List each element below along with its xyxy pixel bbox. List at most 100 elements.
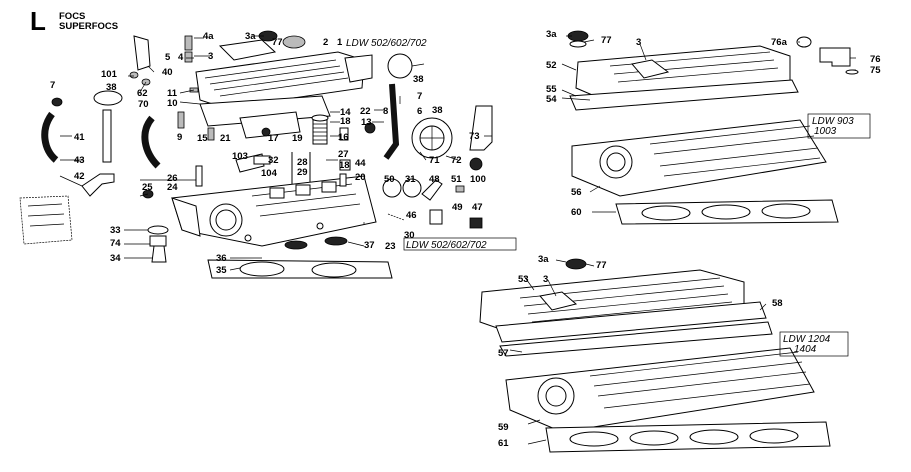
label-22: 22 — [360, 106, 371, 117]
label-1: 1 — [337, 37, 343, 48]
label-46: 46 — [406, 210, 417, 221]
label-6: 6 — [417, 106, 422, 117]
label-76: 76 — [870, 54, 881, 65]
breather-cover-38 — [93, 90, 123, 106]
label-14: 14 — [340, 107, 351, 118]
label-21: 21 — [220, 133, 231, 144]
model-box-left — [403, 237, 517, 251]
seal-ring-36 — [284, 240, 308, 250]
label-3a-r1: 3a — [546, 29, 557, 40]
injector-assembly — [147, 225, 169, 263]
label-75: 75 — [870, 65, 881, 76]
label-50: 50 — [384, 174, 395, 185]
label-59: 59 — [498, 422, 509, 433]
leader-lines-upper-right — [561, 35, 856, 213]
label-30: 30 — [404, 230, 415, 241]
label-4a: 4a — [203, 31, 214, 42]
label-77-r2: 77 — [596, 260, 607, 271]
label-15: 15 — [197, 133, 208, 144]
breather-elbow-76 — [819, 47, 851, 67]
label-62: 62 — [137, 88, 148, 99]
label-17: 17 — [268, 133, 279, 144]
model-label-left-box: LDW 502/602/702 — [406, 240, 487, 251]
label-56: 56 — [571, 187, 582, 198]
head-gasket-4cyl — [545, 421, 831, 453]
label-34: 34 — [110, 253, 121, 264]
section-header: L FOCS SUPERFOCS — [30, 6, 118, 36]
label-7-left: 7 — [50, 80, 55, 91]
label-77-left: 77 — [272, 37, 283, 48]
label-70: 70 — [138, 99, 149, 110]
label-72: 72 — [451, 155, 462, 166]
part-labels-lower-right: 3a 77 53 3 58 57 59 61 — [498, 254, 783, 449]
label-3a-left: 3a — [245, 31, 256, 42]
label-35: 35 — [216, 265, 227, 276]
valve-cover-left — [195, 35, 373, 109]
label-3a-r2: 3a — [538, 254, 549, 265]
label-33: 33 — [110, 225, 121, 236]
label-5: 5 — [165, 52, 171, 63]
label-103: 103 — [232, 151, 248, 162]
label-2: 2 — [323, 37, 328, 48]
label-38-top: 38 — [413, 74, 424, 85]
label-23: 23 — [385, 241, 396, 252]
seal-ring-37 — [324, 236, 348, 246]
label-38-ring: 38 — [432, 105, 443, 116]
label-41: 41 — [74, 132, 85, 143]
label-60: 60 — [571, 207, 582, 218]
label-101: 101 — [101, 69, 118, 80]
label-8: 8 — [383, 106, 388, 117]
label-27: 27 — [338, 149, 349, 160]
label-4: 4 — [178, 52, 184, 63]
model-label-ldw1204-line2: 1404 — [794, 344, 817, 355]
label-3-r1: 3 — [636, 37, 641, 48]
label-61: 61 — [498, 438, 509, 449]
model-box-ldw903 — [807, 113, 871, 139]
gasket-57 — [499, 321, 773, 357]
nipple-101 — [129, 71, 139, 79]
label-73: 73 — [469, 131, 480, 142]
breather-hose-70 — [141, 115, 161, 169]
engine-sketch — [19, 195, 73, 245]
label-19: 19 — [292, 133, 303, 144]
label-74: 74 — [110, 238, 121, 249]
label-13: 13 — [361, 117, 372, 128]
label-9: 9 — [177, 132, 182, 143]
label-29: 29 — [297, 167, 308, 178]
section-title-focs: FOCS — [59, 11, 85, 22]
section-letter: L — [30, 6, 46, 36]
label-54: 54 — [546, 94, 557, 105]
tube-43 — [102, 109, 112, 163]
cylinder-head-3cyl — [571, 119, 827, 197]
breather-assembly — [383, 83, 493, 160]
label-42: 42 — [74, 171, 85, 182]
label-16: 16 — [338, 132, 349, 143]
label-25: 25 — [142, 182, 153, 193]
label-40: 40 — [162, 67, 173, 78]
label-3-left: 3 — [208, 51, 213, 62]
grommet-7-left — [51, 97, 63, 107]
label-18-lower: 18 — [339, 160, 350, 171]
model-label-ldw903-line1: LDW 903 — [812, 116, 854, 127]
valve-springs — [311, 114, 329, 145]
gasket-55 — [569, 79, 799, 111]
label-55: 55 — [546, 84, 557, 95]
cylinder-head-4cyl — [505, 347, 815, 433]
label-18-upper: 18 — [340, 116, 351, 127]
label-48: 48 — [429, 174, 440, 185]
elbow-42 — [81, 173, 115, 197]
model-label-left-top: LDW 502/602/702 — [346, 38, 427, 49]
model-label-ldw903-line2: 1003 — [814, 126, 837, 137]
label-26: 26 — [167, 173, 178, 184]
label-47: 47 — [472, 202, 483, 213]
section-title-superfocs: SUPERFOCS — [59, 21, 118, 32]
label-76a: 76a — [771, 37, 788, 48]
oil-seal-38 — [387, 53, 413, 79]
label-100: 100 — [470, 174, 486, 185]
label-52: 52 — [546, 60, 557, 71]
label-71: 71 — [429, 155, 440, 166]
bracket-40 — [133, 35, 151, 71]
label-3-r2: 3 — [543, 274, 548, 285]
label-104: 104 — [261, 168, 278, 179]
